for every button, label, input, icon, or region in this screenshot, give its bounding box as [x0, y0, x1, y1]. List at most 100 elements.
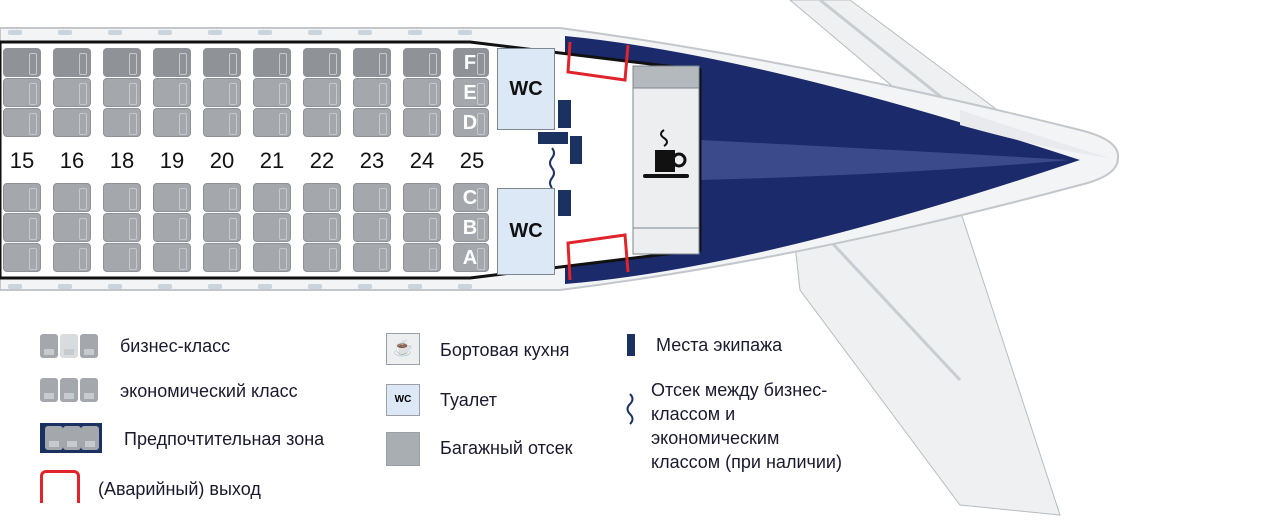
seat-21D[interactable]	[253, 108, 291, 137]
seat-letter: C	[462, 187, 478, 209]
legend-divider-line: Отсек между бизнес-	[651, 380, 828, 400]
seat-letter: B	[462, 217, 478, 239]
seat-25B[interactable]: B	[453, 213, 489, 242]
seat-18E[interactable]	[103, 78, 141, 107]
toilet-rear: WC	[497, 188, 555, 275]
seat-24E[interactable]	[403, 78, 441, 107]
row-number: 19	[159, 148, 185, 173]
seat-23C[interactable]	[353, 183, 391, 212]
seat-24B[interactable]	[403, 213, 441, 242]
seat-18C[interactable]	[103, 183, 141, 212]
seat-22A[interactable]	[303, 243, 341, 272]
seat-16D[interactable]	[53, 108, 91, 137]
seat-22E[interactable]	[303, 78, 341, 107]
seat-20A[interactable]	[203, 243, 241, 272]
seat-21F[interactable]	[253, 48, 291, 77]
row-number: 21	[259, 148, 285, 173]
seat-letter: E	[463, 82, 477, 104]
seat-20C[interactable]	[203, 183, 241, 212]
seat-19E[interactable]	[153, 78, 191, 107]
seat-23F[interactable]	[353, 48, 391, 77]
legend-business: бизнес-класс	[120, 336, 231, 356]
toilet-icon-label: WC	[394, 394, 412, 405]
seat-15F[interactable]	[3, 48, 41, 77]
row-number: 25	[459, 148, 485, 173]
seat-22C[interactable]	[303, 183, 341, 212]
divider-squiggle-icon	[626, 393, 634, 425]
row-number: 20	[209, 148, 235, 173]
baggage-icon	[386, 432, 420, 466]
seat-21B[interactable]	[253, 213, 291, 242]
row-number: 24	[409, 148, 435, 173]
seat-25F[interactable]: F	[453, 48, 489, 77]
crew-seat	[558, 100, 571, 128]
toilet-front: WC	[497, 48, 555, 130]
row-number: 16	[59, 148, 85, 173]
seat-letter: D	[462, 112, 478, 134]
legend-baggage: Багажный отсек	[440, 438, 573, 458]
seat-24A[interactable]	[403, 243, 441, 272]
seat-16F[interactable]	[53, 48, 91, 77]
seat-24D[interactable]	[403, 108, 441, 137]
seat-16A[interactable]	[53, 243, 91, 272]
seat-22B[interactable]	[303, 213, 341, 242]
seat-21C[interactable]	[253, 183, 291, 212]
galley-icon: ☕	[386, 333, 420, 365]
seat-16B[interactable]	[53, 213, 91, 242]
toilet-icon: WC	[386, 384, 420, 416]
seat-23A[interactable]	[353, 243, 391, 272]
legend-crew: Места экипажа	[656, 335, 783, 355]
seat-24C[interactable]	[403, 183, 441, 212]
seat-24F[interactable]	[403, 48, 441, 77]
row-number: 18	[109, 148, 135, 173]
seat-18A[interactable]	[103, 243, 141, 272]
seat-16E[interactable]	[53, 78, 91, 107]
crew-seat	[558, 190, 571, 216]
seat-15D[interactable]	[3, 108, 41, 137]
seat-18B[interactable]	[103, 213, 141, 242]
row-number: 22	[309, 148, 335, 173]
seat-22D[interactable]	[303, 108, 341, 137]
seat-19F[interactable]	[153, 48, 191, 77]
row-number: 15	[9, 148, 35, 173]
exit-icon	[40, 470, 80, 503]
seat-22F[interactable]	[303, 48, 341, 77]
seat-18F[interactable]	[103, 48, 141, 77]
seat-19B[interactable]	[153, 213, 191, 242]
seat-16C[interactable]	[53, 183, 91, 212]
class-divider	[549, 147, 555, 189]
crew-seat	[538, 132, 568, 144]
seat-19D[interactable]	[153, 108, 191, 137]
seat-19C[interactable]	[153, 183, 191, 212]
legend-preferred: Предпочтительная зона	[124, 429, 325, 449]
legend-divider-line: классом (при наличии)	[651, 452, 842, 472]
seat-19A[interactable]	[153, 243, 191, 272]
seat-25A[interactable]: A	[453, 243, 489, 272]
coffee-cup-icon	[643, 129, 689, 178]
legend-divider: Отсек между бизнес- классом и экономичес…	[651, 378, 842, 474]
seat-25C[interactable]: C	[453, 183, 489, 212]
legend-economy: экономический класс	[120, 381, 298, 401]
exit-top	[566, 41, 630, 82]
seat-23D[interactable]	[353, 108, 391, 137]
legend-toilet: Туалет	[440, 390, 497, 410]
seat-15B[interactable]	[3, 213, 41, 242]
preferred-zone-icon	[40, 423, 102, 453]
exit-bottom	[566, 233, 630, 281]
seat-21A[interactable]	[253, 243, 291, 272]
seat-20E[interactable]	[203, 78, 241, 107]
seat-20D[interactable]	[203, 108, 241, 137]
seat-23E[interactable]	[353, 78, 391, 107]
seat-20F[interactable]	[203, 48, 241, 77]
seat-15E[interactable]	[3, 78, 41, 107]
seat-20B[interactable]	[203, 213, 241, 242]
seat-25E[interactable]: E	[453, 78, 489, 107]
seat-18D[interactable]	[103, 108, 141, 137]
seat-23B[interactable]	[353, 213, 391, 242]
legend-galley: Бортовая кухня	[440, 340, 570, 360]
seat-25D[interactable]: D	[453, 108, 489, 137]
wc-label: WC	[509, 220, 543, 242]
seat-15C[interactable]	[3, 183, 41, 212]
seat-15A[interactable]	[3, 243, 41, 272]
seat-21E[interactable]	[253, 78, 291, 107]
